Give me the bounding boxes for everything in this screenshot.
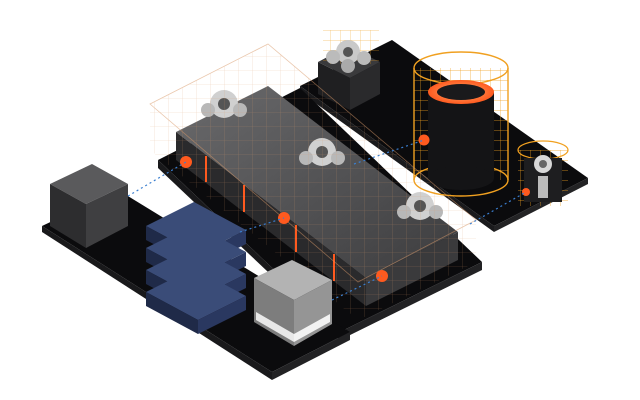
server-stack-icon [146, 202, 246, 334]
connector-node-icon [522, 188, 530, 196]
grid-cage-icon [149, 43, 477, 320]
connector-node-icon [418, 134, 430, 146]
cylinder-tank-icon [413, 51, 509, 197]
connector-node-icon [180, 156, 192, 168]
connectors [127, 139, 527, 301]
small-gear-unit [517, 140, 569, 206]
storage-cube-icon [254, 260, 332, 346]
storage-box [50, 164, 128, 248]
